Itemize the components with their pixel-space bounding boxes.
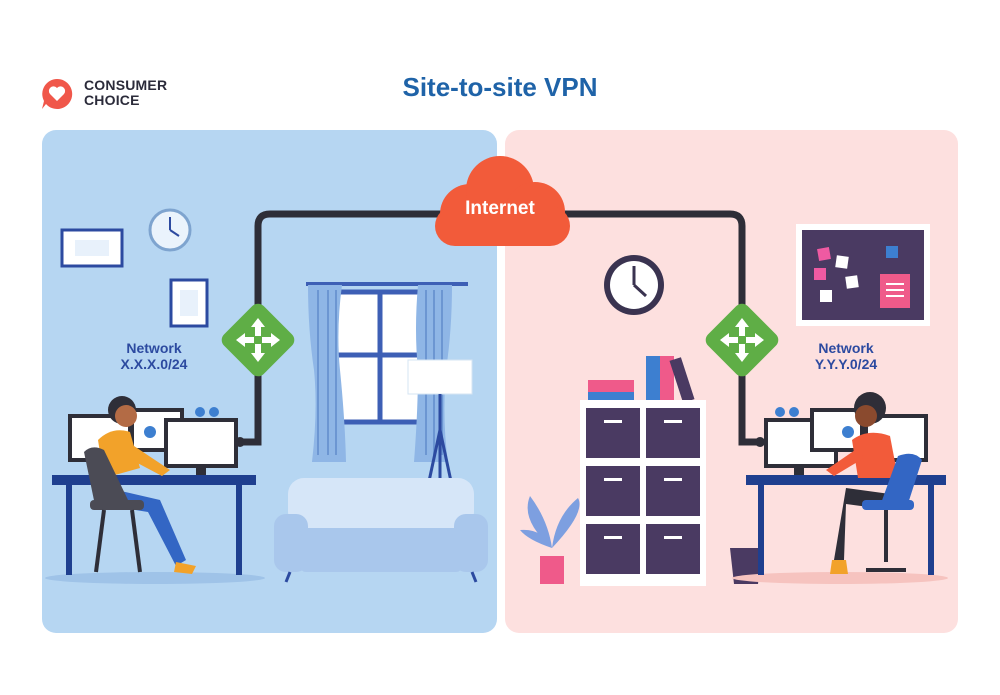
heart-speech-bubble-icon bbox=[42, 78, 73, 109]
left-clock-icon bbox=[148, 208, 192, 252]
left-desk bbox=[45, 475, 265, 584]
curtain-left bbox=[308, 285, 346, 462]
left-chair bbox=[84, 447, 144, 573]
internet-label: Internet bbox=[465, 198, 535, 219]
right-desk bbox=[732, 475, 948, 584]
internet-cloud-icon bbox=[435, 156, 570, 246]
window bbox=[306, 282, 468, 425]
sofa bbox=[274, 478, 488, 583]
left-wall-frame bbox=[60, 228, 124, 268]
left-router-icon bbox=[221, 303, 295, 377]
brand-line-2: CHOICE bbox=[84, 92, 140, 108]
right-network-address: Y.Y.Y.0/24 bbox=[814, 356, 878, 372]
left-network-label: Network X.X.X.0/24 bbox=[104, 340, 204, 372]
left-monitors bbox=[68, 407, 238, 475]
page-title: Site-to-site VPN bbox=[402, 72, 598, 102]
brand-line-1: CONSUMER bbox=[84, 77, 168, 93]
left-network-address: X.X.X.0/24 bbox=[120, 356, 188, 372]
right-router-icon bbox=[705, 303, 779, 377]
right-chair bbox=[862, 453, 922, 572]
vpn-cable bbox=[236, 210, 764, 446]
right-network-label: Network Y.Y.Y.0/24 bbox=[796, 340, 896, 372]
binders bbox=[588, 356, 695, 403]
brand-logo[interactable]: CONSUMER CHOICE bbox=[40, 74, 180, 114]
left-network-title: Network bbox=[126, 340, 182, 356]
bulletin-board bbox=[796, 224, 930, 326]
brand-name: CONSUMER CHOICE bbox=[84, 78, 167, 108]
filing-cabinet bbox=[580, 400, 706, 586]
floor-lamp bbox=[407, 359, 473, 487]
plant bbox=[520, 496, 580, 584]
right-network-title: Network bbox=[818, 340, 874, 356]
left-wall-picture bbox=[169, 278, 209, 328]
right-clock-icon bbox=[604, 255, 664, 315]
